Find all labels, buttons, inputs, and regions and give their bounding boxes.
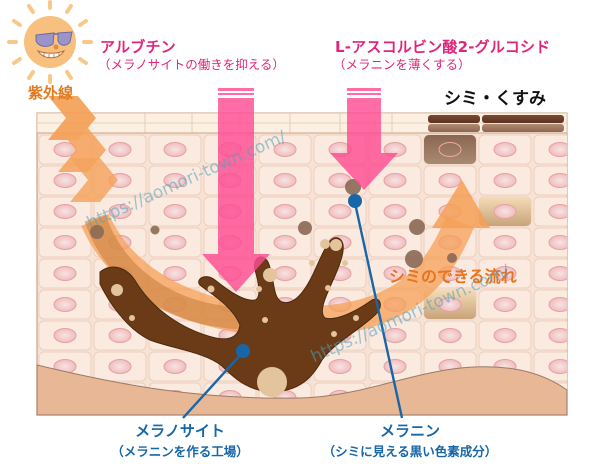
melanin-particles xyxy=(90,179,457,268)
melanocyte-subtitle: （メラニンを作る工場） xyxy=(111,444,249,459)
melanocyte xyxy=(99,237,381,397)
pigmented-cell-dark xyxy=(424,135,476,164)
melanin-title: メラニン xyxy=(379,422,440,440)
uv-rays-chevrons xyxy=(48,96,118,202)
melanin-caption: メラニン （シミに見える黒い色素成分） xyxy=(300,420,520,460)
uv-label: 紫外線 xyxy=(28,84,74,102)
dermis xyxy=(36,364,568,416)
arbutin-subtitle: （メラノサイトの働きを抑える） xyxy=(98,57,285,72)
stratum-corneum xyxy=(36,112,568,134)
spots-dullness-label: シミ・くすみ xyxy=(444,89,546,109)
melanocyte-marker xyxy=(236,344,250,358)
melanin-granules xyxy=(111,239,359,397)
melanocyte-title: メラノサイト xyxy=(135,422,225,440)
leader-lines xyxy=(182,194,404,419)
melanin-marker xyxy=(348,194,362,208)
arbutin-title: アルブチン xyxy=(100,38,176,56)
melanin-subtitle: （シミに見える黒い色素成分） xyxy=(322,444,498,459)
ascorbic-subtitle: （メラニンを薄くする） xyxy=(333,57,471,72)
arbutin-arrow xyxy=(202,88,270,292)
sun-with-sunglasses-icon xyxy=(7,0,93,84)
melanocyte-caption: メラノサイト （メラニンを作る工場） xyxy=(80,420,280,460)
ascorbic-arrow xyxy=(330,88,398,190)
ascorbic-title: L-アスコルビン酸2-グルコシド xyxy=(335,38,551,56)
spot-formation-flow-label: シミのできる流れ xyxy=(389,267,517,286)
